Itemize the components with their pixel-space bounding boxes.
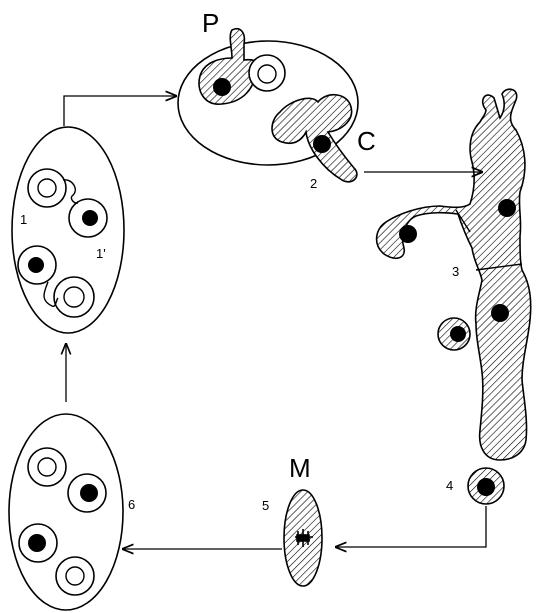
nucleus [213, 78, 231, 96]
stage-5-label: 5 [262, 498, 269, 513]
label-p: P [202, 8, 219, 38]
stage-3-label: 3 [452, 264, 459, 279]
label-m: M [289, 453, 311, 483]
stage-1-ascus: 1 1' [12, 127, 124, 333]
nucleus [80, 484, 98, 502]
label-c: C [357, 126, 376, 156]
nucleus [28, 257, 44, 273]
nucleus [477, 478, 495, 496]
nucleus [399, 225, 417, 243]
nucleus [491, 304, 509, 322]
p-cell-empty-inner [258, 65, 276, 83]
nucleus [498, 199, 516, 217]
spore-empty-inner [38, 458, 56, 476]
spore-empty-inner [66, 567, 84, 585]
stage-2-conjugation: P C 2 [178, 8, 376, 191]
stage-2-label: 2 [310, 176, 317, 191]
arrow-1-to-2 [64, 96, 176, 126]
stage-4-label: 4 [446, 478, 453, 493]
stage-6-ascus: 6 [9, 414, 135, 610]
stage-5-meiosis: M 5 [262, 453, 322, 586]
nucleus [82, 210, 98, 226]
arrow-4-to-5 [336, 506, 486, 547]
stage-1-prime-label: 1' [96, 246, 106, 261]
nucleus [313, 135, 331, 153]
c-cell-body [272, 95, 357, 182]
stage-4-cell: 4 [446, 468, 504, 504]
haploid-cell-empty-inner [38, 179, 56, 197]
nucleus [450, 326, 466, 342]
haploid-cell-empty-inner [64, 287, 84, 307]
stage-3-hyphae: 3 [377, 89, 531, 460]
nucleus [28, 534, 46, 552]
stage-6-label: 6 [128, 497, 135, 512]
cycle-arrows [64, 96, 486, 549]
stage-1-label: 1 [20, 212, 27, 227]
